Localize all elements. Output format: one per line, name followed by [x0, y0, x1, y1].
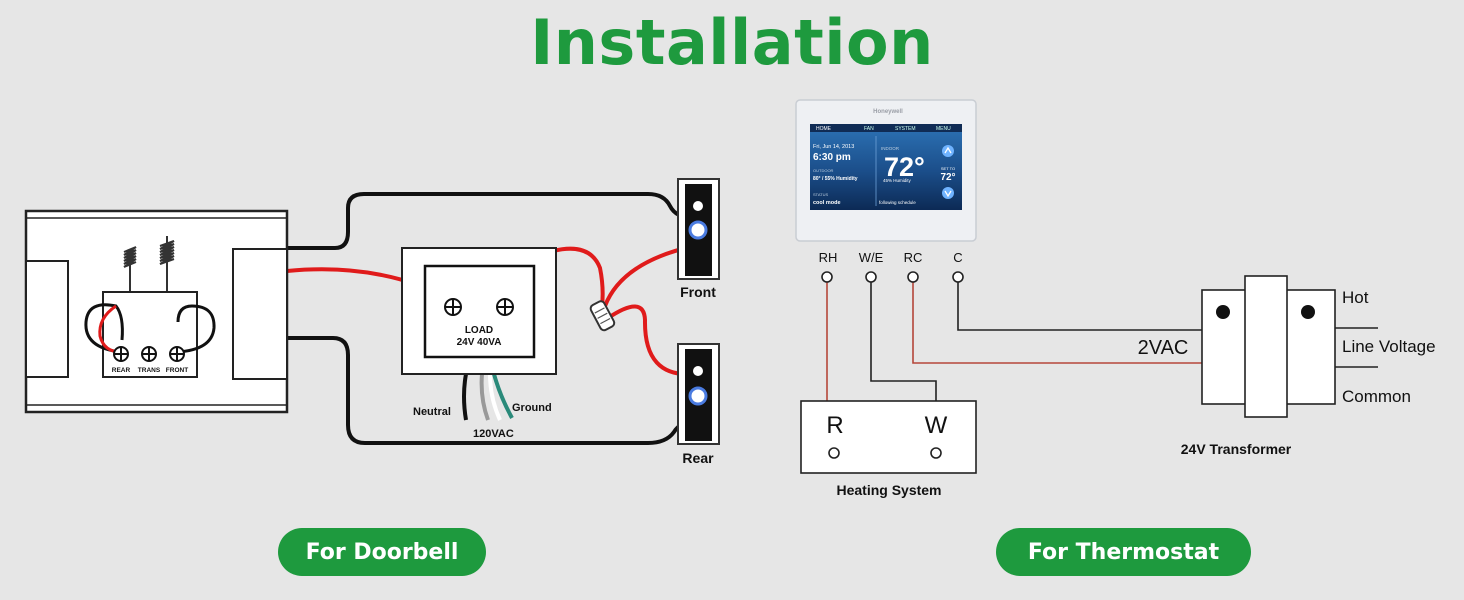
heating-system-label: Heating System: [836, 482, 941, 498]
screen-menu-system: SYSTEM: [895, 126, 916, 132]
temp-down-icon: [942, 187, 954, 199]
terminal-label-rc: RC: [904, 250, 923, 265]
rear-label: Rear: [682, 450, 714, 466]
chime-spring-icon: [123, 246, 137, 292]
transformer-load-label: LOAD: [465, 325, 493, 336]
wire-we-w: [870, 282, 937, 401]
front-doorbell-button: [677, 178, 720, 280]
terminal-icon: [828, 447, 840, 459]
thermostat-screen: [810, 124, 962, 210]
terminal-icon: [930, 447, 942, 459]
screen-set-temp: 72°: [940, 172, 955, 183]
wire-rc-transformer: [912, 282, 1202, 364]
thermostat-diagram: Honeywell HOME FAN SYSTEM MENU Fri, Jun …: [795, 99, 1436, 498]
chime-spring-icon: [159, 236, 175, 292]
terminal-icon: [444, 298, 462, 316]
chime-box: REAR TRANS FRONT: [24, 209, 289, 414]
thermostat-transformer: [1201, 275, 1378, 418]
screen-set-to: SET TO: [941, 166, 955, 171]
screen-status: cool mode: [813, 200, 841, 206]
terminal-label-c: C: [953, 250, 962, 265]
screen-outdoor-label: OUTDOOR: [813, 168, 834, 173]
screen-menu-fan: FAN: [864, 126, 874, 132]
terminal-icon: [907, 271, 919, 283]
heating-system-box: R W: [800, 400, 977, 474]
brand-logo: Honeywell: [873, 109, 903, 115]
screen-outdoor: 80° / 55% Humidity: [813, 176, 858, 182]
terminal-label-we: W/E: [859, 250, 884, 265]
screen-indoor-humidity: 45% Humidity: [883, 178, 912, 183]
terminal-icon: [113, 346, 129, 362]
common-label: Common: [1342, 387, 1411, 406]
wire-rear-red: [606, 304, 695, 377]
screen-schedule: following schedule: [879, 200, 916, 205]
hot-label: Hot: [1342, 288, 1369, 307]
screen-indoor-temp: 72°: [884, 152, 925, 182]
terminal-icon: [952, 271, 964, 283]
terminal-icon: [141, 346, 157, 362]
thermostat-device: Honeywell HOME FAN SYSTEM MENU Fri, Jun …: [795, 99, 977, 242]
transformer-rating-label: 24V 40VA: [457, 337, 502, 348]
screen-menu-home: HOME: [816, 126, 832, 132]
heating-r-label: R: [826, 412, 843, 439]
temp-up-icon: [942, 145, 954, 157]
ground-label: Ground: [512, 402, 552, 414]
terminal-label-rear: REAR: [112, 367, 131, 374]
transformer-label: 24V Transformer: [1181, 441, 1292, 457]
terminal-icon: [169, 346, 185, 362]
front-label: Front: [680, 284, 716, 300]
doorbell-transformer: LOAD 24V 40VA: [401, 247, 557, 421]
rear-doorbell-button: [677, 343, 720, 445]
vac-label: 2VAC: [1138, 337, 1189, 359]
page-title: Installation: [530, 6, 934, 79]
terminal-icon: [865, 271, 877, 283]
neutral-label: Neutral: [413, 406, 451, 418]
screen-indoor-label: INDOOR: [881, 146, 900, 151]
for-doorbell-button[interactable]: For Doorbell: [278, 528, 486, 576]
terminal-label-front: FRONT: [166, 367, 188, 374]
screen-status-label: STATUS: [813, 192, 829, 197]
doorbell-diagram: REAR TRANS FRONT LOAD 24V 40VA Neutral G…: [24, 178, 720, 466]
heating-w-label: W: [925, 412, 948, 439]
screen-date: Fri, Jun 14, 2013: [813, 144, 854, 150]
terminal-icon: [496, 298, 514, 316]
screen-menu-menu: MENU: [936, 126, 951, 132]
screen-time: 6:30 pm: [813, 152, 851, 163]
terminal-icon: [821, 271, 833, 283]
terminal-label-trans: TRANS: [138, 367, 161, 374]
wire-front-black: [287, 192, 695, 250]
terminal-label-rh: RH: [819, 250, 838, 265]
wire-c-transformer: [957, 282, 1202, 331]
line-voltage-label: Line Voltage: [1342, 337, 1436, 356]
wire-nut-icon: [589, 300, 616, 332]
for-thermostat-button[interactable]: For Thermostat: [996, 528, 1251, 576]
supply-voltage-label: 120VAC: [473, 428, 514, 440]
